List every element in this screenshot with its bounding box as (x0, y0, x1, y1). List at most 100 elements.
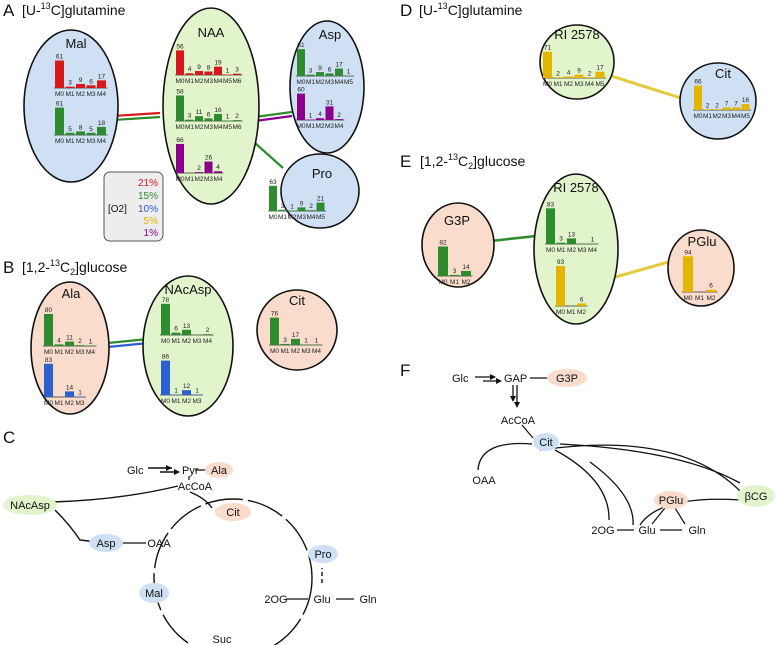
bar (76, 131, 85, 135)
node-ri-e-label: RI 2578 (553, 180, 599, 195)
bar-tick-label: M0 (296, 123, 305, 130)
bar (316, 118, 324, 120)
line-nacasp-accoa (51, 485, 179, 503)
bar-tick-label: M3 (722, 113, 731, 120)
bar-tick-label: M3 (577, 247, 586, 254)
bar-tick-label: M2 (65, 349, 74, 356)
o2-legend-1: 1% (144, 228, 159, 239)
bar-tick-label: M5 (316, 214, 325, 221)
bar-tick-label: M4 (588, 247, 597, 254)
bar (185, 73, 194, 75)
bar (297, 93, 305, 120)
bar-tick-label: M2 (291, 348, 300, 355)
bar-tick-label: M0 (161, 338, 170, 345)
bar-value-label: 66 (176, 137, 184, 144)
bar-tick-label: M3 (574, 81, 583, 88)
bar-value-label: 3 (281, 203, 285, 210)
o2-legend-15: 15% (138, 191, 158, 202)
bar (312, 344, 321, 346)
bar-tick-label: M1 (450, 279, 459, 286)
c-mal: Mal (145, 588, 163, 600)
bar-value-label: 1 (195, 388, 199, 395)
bar (335, 119, 343, 120)
bar-tick-label: M3 (204, 124, 213, 131)
node-pro-label: Pro (312, 166, 332, 181)
bar (214, 113, 222, 121)
c-glu: Glu (313, 594, 330, 606)
bar-value-label: 9 (577, 68, 581, 75)
bar (713, 109, 721, 110)
bar-tick-label: M0 (693, 113, 702, 120)
panel-a-title: [U-13C]glutamine (22, 1, 126, 18)
bar-value-label: 6 (174, 326, 178, 333)
bar-value-label: 5 (68, 126, 72, 133)
f-gln: Gln (688, 525, 705, 537)
bar-value-label: 1 (304, 338, 308, 345)
bar-value-label: 2 (78, 338, 82, 345)
bar (176, 143, 184, 173)
bar-tick-label: M3 (301, 348, 310, 355)
bar-tick-label: M1 (65, 138, 74, 145)
bar-value-label: 4 (216, 164, 220, 171)
bar-value-label: 2 (309, 203, 313, 210)
bar-value-label: 94 (684, 249, 692, 256)
bar (195, 71, 203, 75)
node-naa-label: NAA (198, 25, 225, 40)
bar-tick-label: M4 (334, 123, 343, 130)
bar-value-label: 19 (214, 60, 222, 67)
bar-value-label: 1 (226, 114, 230, 121)
bar-tick-label: M3 (325, 79, 334, 86)
link-ala-nacasp-green (107, 337, 149, 345)
bar-tick-label: M3 (86, 91, 95, 98)
bar (55, 60, 64, 88)
link-ala-nacasp-blue (107, 341, 149, 349)
bar-tick-label: M3 (192, 398, 201, 405)
node-pglu-label: PGlu (688, 234, 717, 249)
bar (86, 345, 95, 347)
bar-tick-label: M2 (315, 79, 324, 86)
bar-tick-label: M1 (171, 338, 180, 345)
f-gap: GAP (504, 373, 527, 385)
bar (223, 74, 232, 76)
bar-tick-label: M0 (175, 78, 184, 85)
bar-value-label: 17 (335, 62, 343, 69)
o2-legend-21: 21% (138, 178, 158, 189)
bar (195, 172, 203, 173)
bar-tick-label: M4 (213, 78, 222, 85)
bar-value-label: 1 (591, 237, 595, 244)
bar (278, 209, 287, 211)
bar-tick-label: M2 (461, 279, 470, 286)
bar (556, 266, 565, 306)
bar (543, 51, 552, 78)
panel-e-letter: E (400, 152, 411, 171)
node-ala-label: Ala (62, 286, 82, 301)
bar-tick-label: M4 (334, 79, 343, 86)
bar-tick-label: M0 (175, 124, 184, 131)
bar-value-label: 3 (453, 268, 457, 275)
bar-value-label: 2 (337, 112, 341, 119)
f-pglu: PGlu (659, 495, 683, 507)
bar (269, 185, 277, 211)
bar-tick-label: M2 (194, 176, 203, 183)
panel-c: C Glc Pyr Ala AcCoA Cit NAcAsp Asp OAA (3, 428, 377, 645)
bar-value-label: 14 (462, 264, 470, 271)
bar (214, 66, 222, 75)
bar-value-label: 6 (89, 78, 93, 85)
isotopologue-bar-charts: 61M03M19M26M317M461M05M18M25M318M456M04M… (43, 42, 751, 407)
bar (706, 289, 716, 292)
bar (75, 396, 85, 398)
bar-value-label: 2 (715, 102, 719, 109)
bar-tick-label: M3 (86, 138, 95, 145)
bar-tick-label: M0 (55, 138, 64, 145)
bar (223, 120, 232, 122)
f-bcg: βCG (745, 491, 768, 503)
bar (546, 208, 555, 244)
bar (195, 116, 203, 121)
bar (44, 314, 53, 346)
bar-value-label: 17 (292, 332, 300, 339)
bar (722, 107, 731, 110)
bar (203, 334, 212, 335)
bar-value-label: 58 (176, 88, 184, 95)
bar-tick-label: M1 (306, 79, 315, 86)
bar (553, 77, 563, 78)
